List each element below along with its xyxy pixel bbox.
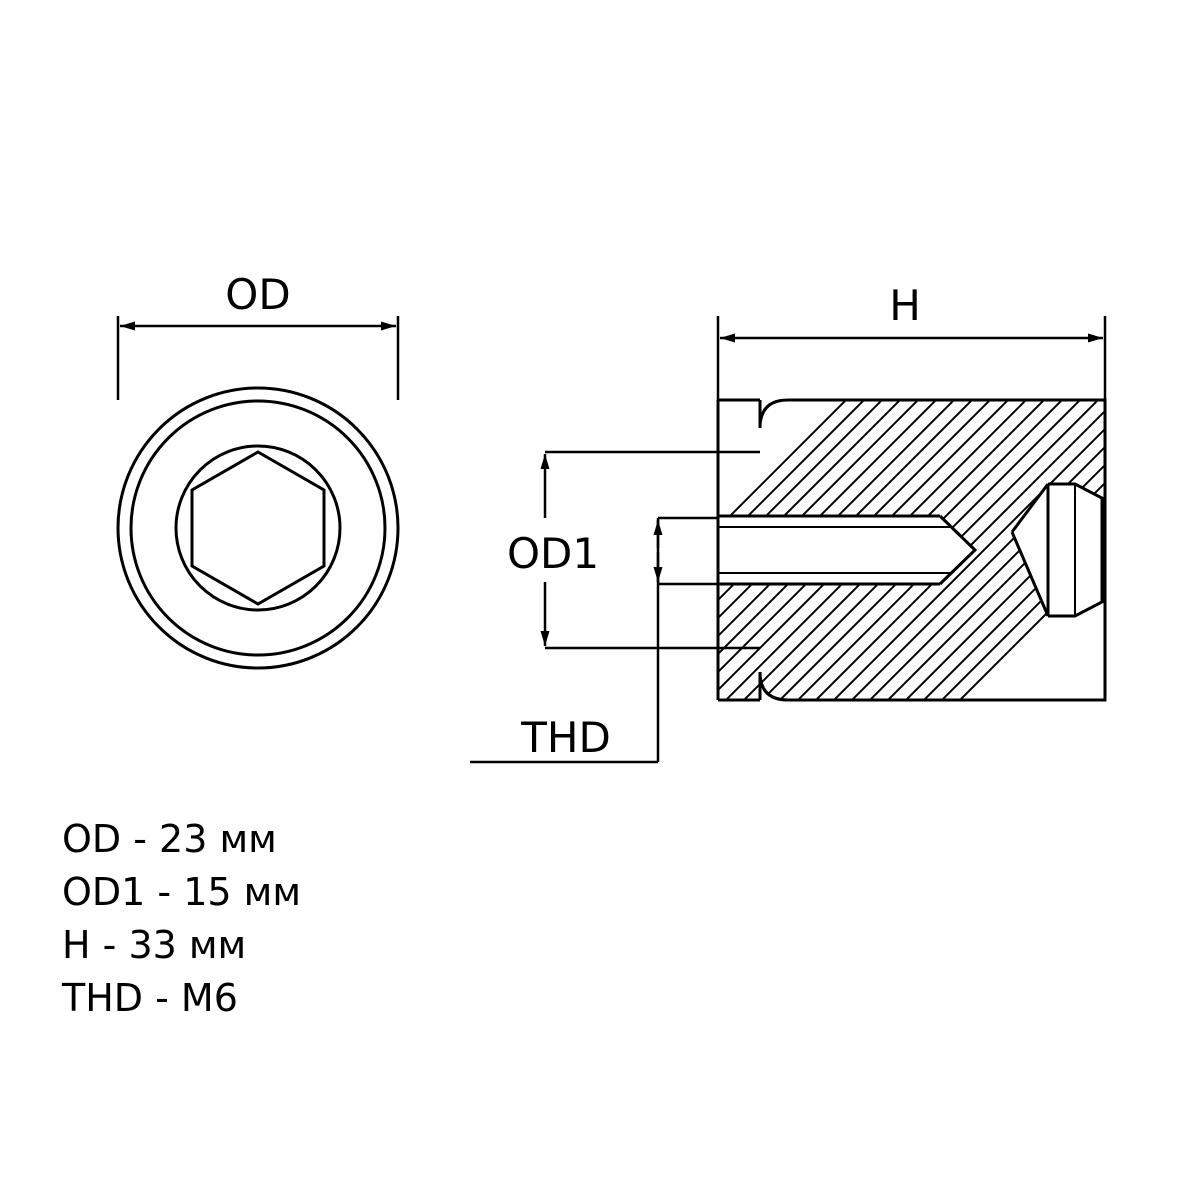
socket-chamfer-upper	[1010, 483, 1050, 533]
spec-list: OD - 23 мм OD1 - 15 мм H - 33 мм THD - M…	[61, 817, 301, 1020]
od-dimension	[116, 316, 400, 400]
socket-chamfer-void	[1012, 484, 1048, 616]
bore-tip-minor	[951, 526, 977, 574]
section-outline	[716, 398, 1107, 702]
od1-label: OD1	[507, 529, 599, 578]
thd-label: THD	[520, 713, 611, 762]
hex-socket-section	[1010, 482, 1104, 618]
thd-leader	[470, 584, 660, 764]
od1-dimension	[540, 450, 760, 650]
head-chamfer-circle	[129, 399, 387, 657]
body-profile	[758, 398, 1107, 702]
section-voids	[718, 484, 1102, 616]
front-view	[116, 386, 400, 670]
spec-item-h: H - 33 мм	[62, 923, 246, 967]
socket-bore-circle	[174, 444, 342, 612]
od-label: OD	[225, 270, 290, 319]
spec-item-thd: THD - M6	[61, 976, 238, 1020]
socket-chamfer-lower	[1010, 531, 1050, 617]
h-dimension	[716, 316, 1107, 400]
outer-diameter-circle	[116, 386, 400, 670]
spec-item-od1: OD1 - 15 мм	[62, 870, 301, 914]
threaded-bore	[718, 514, 978, 586]
spec-item-od: OD - 23 мм	[62, 817, 277, 861]
thread-bore-void	[718, 516, 975, 584]
h-label: H	[889, 281, 921, 330]
hex-socket-profile	[1048, 482, 1104, 618]
hex-socket-polygon	[190, 450, 326, 606]
